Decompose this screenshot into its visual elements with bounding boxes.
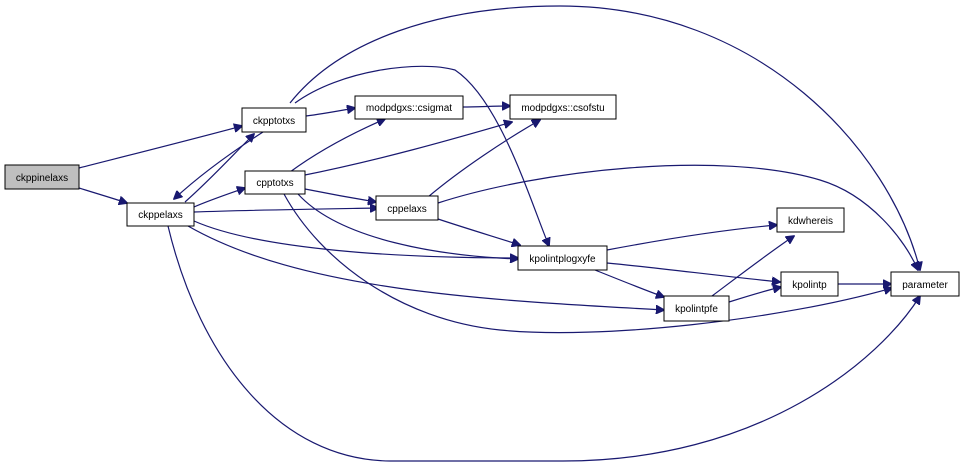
node-label: kpolintplogxyfe (529, 254, 596, 265)
edge-cpptotxs-csofstu (299, 122, 512, 177)
node-label: ckpptotxs (253, 116, 295, 127)
edges-layer (78, 5, 920, 462)
node-ckppinelaxs[interactable]: ckppinelaxs (4, 164, 80, 190)
node-cpptotxs[interactable]: cpptotxs (244, 170, 306, 195)
node-modpdgxs-csofstu[interactable]: modpdgxs::csofstu (509, 94, 617, 120)
edge-cpptotxs-parameter (283, 193, 892, 334)
node-kdwhereis[interactable]: kdwhereis (776, 207, 845, 233)
node-label: modpdgxs::csofstu (521, 103, 604, 114)
edge-ckppelaxs-ckpptotxs (184, 134, 254, 203)
node-kpolintpfe[interactable]: kpolintpfe (663, 295, 730, 322)
edge-kpolintplogxyfe-kpolintpfe (594, 269, 664, 297)
node-ckppelaxs[interactable]: ckppelaxs (126, 202, 195, 227)
edge-csigmat-csofstu (462, 106, 510, 107)
edge-cppelaxs-kpolintplogxyfe (437, 218, 520, 245)
node-label: parameter (902, 280, 948, 291)
edge-cppelaxs-parameter (437, 164, 918, 270)
edge-cpptotxs-cppelaxs (304, 188, 376, 202)
edge-cppelaxs-csofstu (427, 120, 540, 198)
edge-ckppinelaxs-ckpptotxs (78, 126, 242, 169)
edge-ckppelaxs-cpptotxs (193, 188, 245, 208)
edge-ckpptotxs-csigmat (305, 108, 355, 117)
edge-cpptotxs-kpolintplogxyfe (297, 193, 518, 259)
node-cppelaxs[interactable]: cppelaxs (375, 195, 439, 221)
node-ckpptotxs[interactable]: ckpptotxs (241, 107, 307, 133)
node-label: ckppelaxs (138, 210, 182, 221)
edge-ckpptotxs-ckppelaxs (174, 131, 264, 199)
node-label: kpolintpfe (675, 304, 718, 315)
edge-kpolintpfe-kpolintp (728, 287, 781, 303)
node-label: kdwhereis (788, 216, 833, 227)
node-label: kpolintp (792, 280, 827, 291)
edge-kpolintplogxyfe-kpolintp (606, 262, 780, 282)
edge-ckppelaxs-kpolintplogxyfe (193, 220, 518, 258)
edge-cpptotxs-csigmat (289, 119, 385, 173)
node-label: cpptotxs (256, 178, 293, 189)
edge-kpolintpfe-kdwhereis (711, 236, 794, 297)
edge-ckppelaxs-parameter (167, 225, 920, 462)
node-kpolintplogxyfe[interactable]: kpolintplogxyfe (517, 245, 608, 271)
nodes-layer: ckppinelaxs ckppelaxs ckpptotxs cpptotxs… (4, 94, 960, 322)
node-kpolintp[interactable]: kpolintp (780, 271, 839, 297)
node-label: cppelaxs (387, 204, 426, 215)
edge-kpolintplogxyfe-kdwhereis (606, 225, 777, 251)
edge-ckppelaxs-kpolintpfe (187, 225, 664, 310)
edge-ckppelaxs-cppelaxs (193, 208, 378, 212)
node-parameter[interactable]: parameter (890, 271, 960, 297)
edge-ckppinelaxs-ckppelaxs (78, 187, 127, 203)
node-label: ckppinelaxs (16, 173, 68, 184)
node-modpdgxs-csigmat[interactable]: modpdgxs::csigmat (354, 95, 464, 120)
node-label: modpdgxs::csigmat (366, 103, 452, 114)
edge-ckpptotxs-parameter (289, 5, 920, 270)
edge-ckpptotxs-kpolintplogxyfe (294, 65, 549, 246)
